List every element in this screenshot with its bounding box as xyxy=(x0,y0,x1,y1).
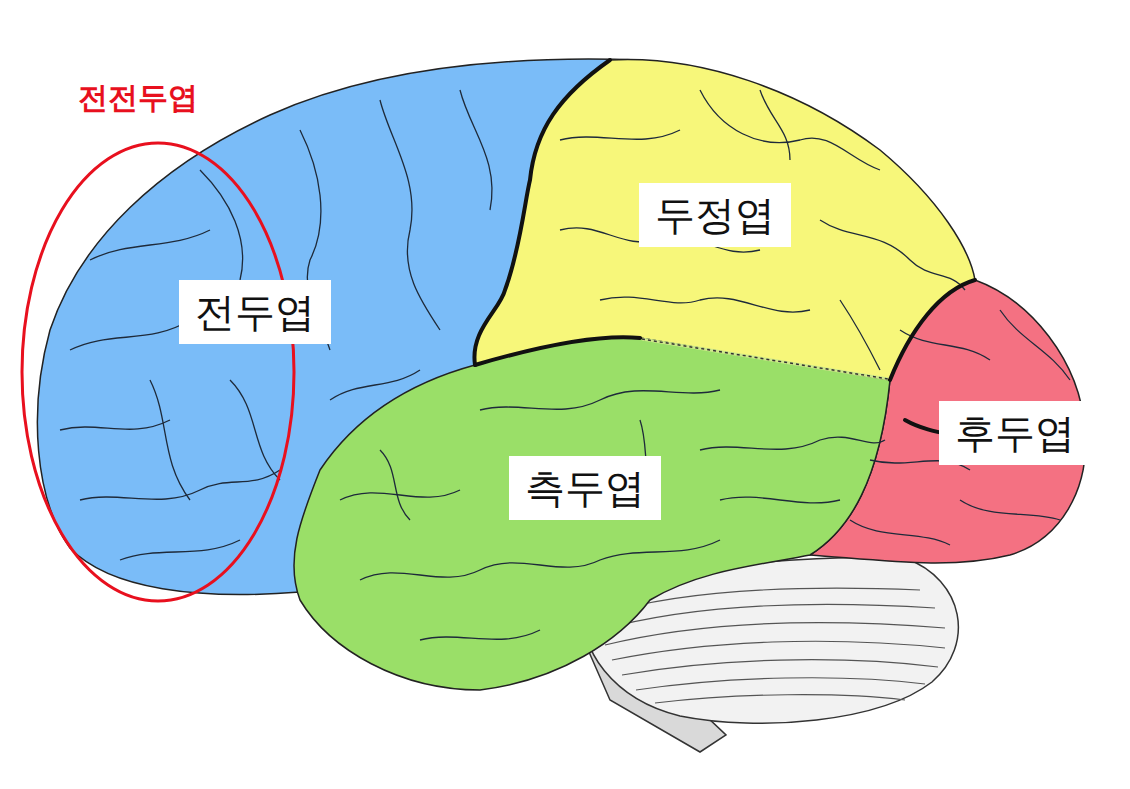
gyrus-line xyxy=(600,604,935,630)
gyrus-line xyxy=(360,540,720,580)
gyrus-line xyxy=(720,497,840,503)
gyrus-line xyxy=(600,297,810,312)
major-sulci xyxy=(474,60,1010,460)
lobe-name: 측두엽 xyxy=(509,464,661,512)
gyrus-line xyxy=(340,490,460,500)
border-mask xyxy=(642,339,888,379)
gyrus-line xyxy=(330,370,420,400)
gyrus-line xyxy=(60,420,170,430)
gyrus-line xyxy=(1000,310,1070,380)
gyrus-line xyxy=(150,380,190,500)
gyrus-line xyxy=(655,695,905,703)
gyrus-line xyxy=(700,437,885,450)
gyrus-line xyxy=(90,230,210,260)
gyrus-line xyxy=(850,520,950,545)
lobe-label-box: 두정엽 xyxy=(639,183,791,247)
gyrus-line xyxy=(700,90,880,170)
lobe-label-box: 후두엽 xyxy=(939,401,1091,465)
region-heading: 전전두엽 xyxy=(78,80,300,116)
gyrus-line xyxy=(120,540,240,560)
gyrus-line xyxy=(230,380,280,480)
lobe-name: 전두엽 xyxy=(179,288,331,336)
gyrus-line xyxy=(560,130,680,140)
lobe-name: 후두엽 xyxy=(939,409,1091,457)
ellipse-line xyxy=(22,143,294,601)
cerebellum-folia xyxy=(600,588,945,703)
dotted-border xyxy=(642,339,888,379)
gyrus-line xyxy=(840,300,880,370)
gyrus-line xyxy=(612,641,945,660)
gyrus-line xyxy=(760,90,790,160)
lobe-label-box: 측두엽 xyxy=(509,456,661,520)
gyrus-line xyxy=(820,220,965,290)
gyrus-line xyxy=(636,678,925,690)
gyrus-line xyxy=(460,90,492,210)
gyrus-line xyxy=(890,280,975,380)
gyrus-line xyxy=(380,100,440,330)
gyrus-line xyxy=(420,630,540,640)
gyrus-line xyxy=(474,60,610,365)
gyrus-line xyxy=(960,500,1060,520)
gyrus-line xyxy=(480,390,720,410)
gyri-lines xyxy=(60,90,1070,640)
gyrus-line xyxy=(622,660,938,675)
gyrus-line xyxy=(475,337,640,365)
lobe-name: 두정엽 xyxy=(639,191,791,239)
temporal-lobe xyxy=(294,337,890,690)
gyrus-line xyxy=(380,450,410,520)
lobe-label-box: 전두엽 xyxy=(179,280,331,344)
parietal-lobe xyxy=(474,60,975,380)
